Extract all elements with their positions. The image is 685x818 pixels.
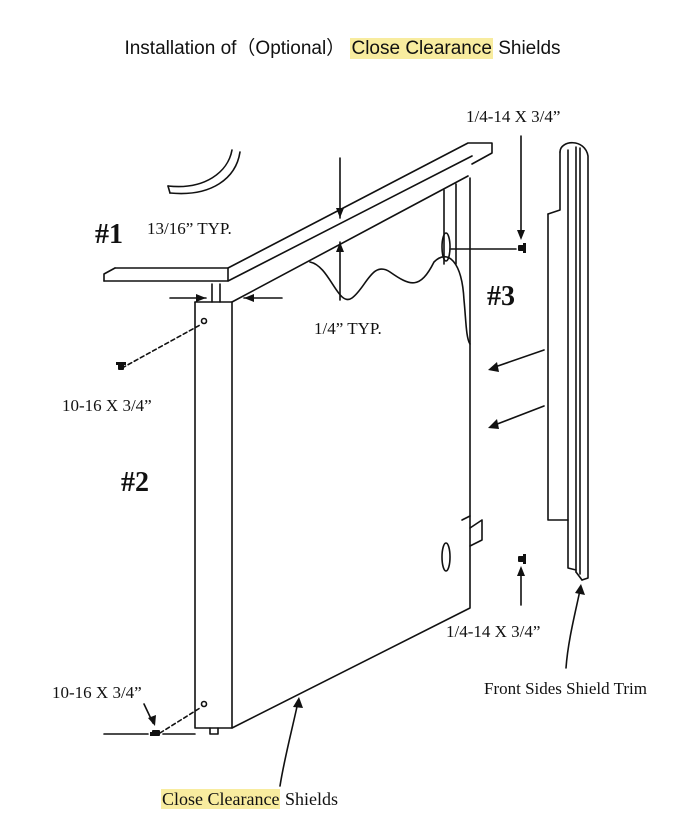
arrowhead [488, 419, 499, 429]
install-arrow-lower [491, 405, 545, 427]
shield-caption: Close Clearance Shields [161, 789, 338, 810]
install-arrow-upper [491, 349, 545, 369]
gap-side-label: 1/4” TYP. [314, 319, 382, 338]
screw-icon [518, 554, 526, 564]
diagram-title: Installation of（Optional） Close Clearanc… [0, 33, 685, 60]
arrowhead [196, 294, 206, 302]
screw-icon [116, 362, 126, 370]
arrowhead [517, 566, 525, 576]
heater-top [103, 142, 493, 282]
leader-trim [565, 589, 581, 669]
arrowhead [336, 242, 344, 252]
title-prefix: Installation of（Optional） [124, 38, 346, 59]
title-suffix: Shields [498, 38, 561, 59]
arrowhead [336, 208, 344, 218]
arrowhead [244, 294, 254, 302]
step-3-label: #3 [487, 281, 515, 312]
caption-suffix: Shields [284, 789, 338, 809]
title-highlight: Close Clearance [350, 38, 493, 59]
screw-bottom-right-label: 1/4-14 X 3/4” [446, 622, 540, 641]
arrowhead [575, 584, 585, 595]
screw-top-right-label: 1/4-14 X 3/4” [466, 107, 560, 126]
caption-highlight: Close Clearance [161, 789, 281, 809]
step-2-label: #2 [121, 467, 149, 498]
leader-shield [279, 701, 299, 787]
arrowhead [148, 715, 156, 726]
trim-label: Front Sides Shield Trim [484, 679, 647, 698]
arrowhead [517, 230, 525, 240]
screw-path-bottom-left [159, 707, 201, 734]
arrowhead [488, 362, 499, 372]
screw-icon [518, 243, 526, 253]
screw-icon [150, 730, 160, 736]
screw-bottom-left-label: 10-16 X 3/4” [52, 683, 142, 702]
screw-path-top-left [121, 324, 201, 369]
duct-fragment [167, 149, 241, 195]
shield-panel [194, 175, 483, 735]
shield-trim [547, 141, 589, 581]
step-1-label: #1 [95, 219, 123, 250]
gap-top-label: 13/16” TYP. [147, 219, 232, 238]
screw-top-left-label: 10-16 X 3/4” [62, 396, 152, 415]
arrowhead [293, 697, 303, 708]
